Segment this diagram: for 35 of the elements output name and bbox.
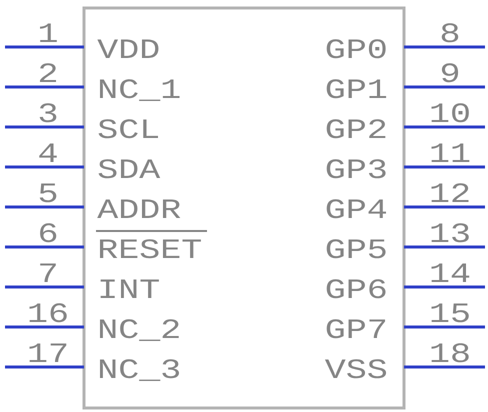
pin-name: GP4: [326, 199, 386, 218]
pin-name: GP6: [326, 279, 386, 298]
pin-number: 18: [432, 343, 469, 362]
pin-name: SCL: [98, 119, 158, 138]
pin-number: 3: [40, 103, 56, 122]
pin-number: 15: [432, 304, 469, 322]
pin-number: 11: [432, 144, 470, 162]
pin-name: NC_1: [100, 79, 180, 101]
pin-number: 12: [432, 183, 469, 202]
pin-number: 10: [432, 103, 469, 122]
pin-number: 9: [442, 63, 458, 82]
pin-name: INT: [100, 280, 159, 298]
pin-name: RESET: [100, 239, 201, 258]
pin-number: 4: [39, 144, 57, 162]
pin-name: ADDR: [97, 200, 180, 218]
pin-number: 13: [432, 223, 469, 242]
pin-number: 2: [40, 63, 56, 82]
pin-number: 14: [432, 264, 470, 282]
pin-number: 7: [40, 264, 56, 282]
ic-body: [82, 6, 406, 410]
pin-name: SDA: [98, 159, 160, 178]
pin-name: VDD: [97, 40, 158, 58]
pin-name: VSS: [324, 359, 386, 378]
pin-number: 6: [40, 223, 56, 242]
pin-name: GP5: [326, 239, 386, 258]
pin-name: GP0: [326, 39, 386, 58]
pin-name: GP1: [326, 79, 386, 98]
pin-name: GP7: [326, 319, 386, 338]
pin-name: GP2: [326, 119, 386, 138]
pin-number: 5: [40, 184, 56, 202]
pin-name: NC_2: [100, 319, 179, 341]
pin-name: NC_3: [100, 359, 179, 381]
pin-number: 1: [40, 24, 57, 42]
pin-name: GP3: [326, 159, 386, 178]
pin-number: 8: [442, 23, 458, 42]
